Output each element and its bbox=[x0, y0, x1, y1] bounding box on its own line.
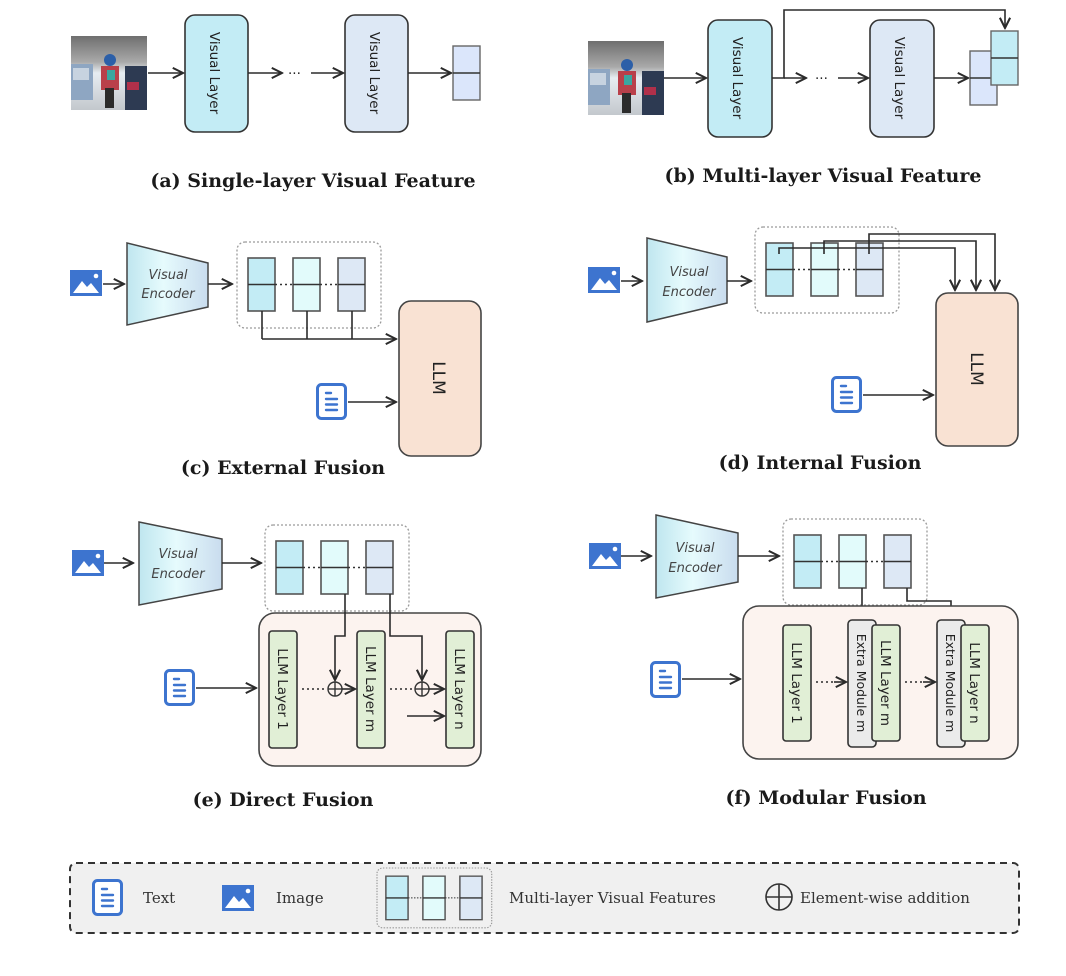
skip-arrow bbox=[772, 9, 1005, 79]
visual-encoder bbox=[126, 242, 209, 326]
image-icon bbox=[72, 550, 104, 576]
legend-text-icon bbox=[92, 879, 123, 916]
panel-a-single-layer: Visual Layer ··· Visual Layer (a) Single… bbox=[71, 14, 481, 192]
visual-layer-2-label: Visual Layer bbox=[891, 37, 907, 120]
caption-f: (f) Modular Fusion bbox=[725, 787, 926, 809]
llm-layer-n bbox=[960, 624, 990, 742]
llm-label: LLM bbox=[966, 352, 986, 386]
text-icon bbox=[650, 661, 681, 698]
feature-2-to-llm-arrow bbox=[823, 240, 976, 290]
image-icon bbox=[588, 267, 620, 293]
panel-d-internal-fusion: Visual Encoder LLM (d) Internal Fusion bbox=[588, 226, 1019, 474]
caption-c: (c) External Fusion bbox=[181, 457, 385, 479]
input-photo bbox=[588, 41, 664, 115]
feature-3-to-llm-arrow bbox=[868, 233, 995, 290]
multi-layer-features bbox=[236, 241, 382, 329]
encoder-label-line2: Encoder bbox=[668, 561, 723, 576]
encoder-label-line1: Visual bbox=[669, 265, 708, 280]
feature-n-arrow bbox=[389, 594, 422, 680]
encoder-label-line1: Visual bbox=[148, 268, 187, 283]
text-icon bbox=[831, 376, 862, 413]
legend-image-label: Image bbox=[276, 889, 324, 907]
legend: Text Image Multi-layer Visual Features E… bbox=[69, 862, 1020, 934]
text-icon bbox=[316, 383, 347, 420]
caption-b: (b) Multi-layer Visual Feature bbox=[665, 165, 982, 187]
visual-layer-2-label: Visual Layer bbox=[366, 32, 382, 115]
visual-encoder bbox=[646, 237, 728, 323]
encoder-label-line1: Visual bbox=[675, 541, 714, 556]
llm-layer-1-label: LLM Layer 1 bbox=[274, 648, 290, 730]
panel-c-external-fusion: Visual Encoder LLM (c) External Fusion bbox=[70, 241, 482, 479]
visual-encoder bbox=[138, 521, 223, 606]
encoder-label-line1: Visual bbox=[158, 547, 197, 562]
llm-layer-n-label: LLM Layer n bbox=[966, 642, 982, 723]
legend-text-label: Text bbox=[143, 889, 175, 907]
feature-m-arrow bbox=[335, 594, 346, 680]
llm-block bbox=[398, 300, 482, 457]
llm-layer-m bbox=[871, 624, 901, 742]
legend-features-label: Multi-layer Visual Features bbox=[509, 889, 716, 907]
extra-module-n-label: Extra Module m bbox=[943, 634, 958, 733]
legend-box bbox=[69, 862, 1020, 934]
llm-layer-m-label: LLM Layer m bbox=[877, 640, 893, 726]
feature-1-to-llm-arrow bbox=[778, 247, 955, 290]
input-photo bbox=[71, 36, 147, 110]
encoder-label-line2: Encoder bbox=[151, 567, 206, 582]
multi-layer-features bbox=[782, 518, 928, 606]
image-icon bbox=[589, 543, 621, 569]
ellipsis: ··· bbox=[288, 66, 301, 82]
multi-layer-features bbox=[264, 524, 410, 612]
visual-layer-1-label: Visual Layer bbox=[729, 37, 745, 120]
multi-layer-features bbox=[754, 226, 900, 314]
legend-addition-icon bbox=[765, 883, 793, 911]
llm-layer-1-label: LLM Layer 1 bbox=[788, 642, 804, 724]
llm-layer-m bbox=[356, 630, 386, 749]
legend-features-icon bbox=[376, 867, 493, 929]
llm-layer-1 bbox=[782, 624, 812, 742]
caption-a: (a) Single-layer Visual Feature bbox=[150, 170, 475, 192]
llm-layer-n-label: LLM Layer n bbox=[451, 648, 467, 729]
visual-encoder bbox=[655, 514, 739, 599]
panel-b-multi-layer: Visual Layer ··· Visual Layer (b) Multi-… bbox=[588, 9, 1019, 187]
ellipsis: ··· bbox=[815, 71, 828, 87]
caption-e: (e) Direct Fusion bbox=[193, 789, 374, 811]
text-icon bbox=[164, 669, 195, 706]
encoder-label-line2: Encoder bbox=[662, 285, 717, 300]
legend-image-icon bbox=[222, 885, 254, 911]
llm-block bbox=[935, 292, 1019, 447]
encoder-label-line2: Encoder bbox=[141, 287, 196, 302]
panel-f-modular-fusion: Visual Encoder LLM Layer 1 Extra Module … bbox=[589, 514, 1019, 809]
caption-d: (d) Internal Fusion bbox=[719, 452, 922, 474]
visual-layer-1-label: Visual Layer bbox=[206, 32, 222, 115]
llm-layer-n bbox=[445, 630, 475, 749]
llm-layer-m-label: LLM Layer m bbox=[362, 646, 378, 732]
legend-addition-label: Element-wise addition bbox=[800, 889, 970, 907]
llm-label: LLM bbox=[428, 361, 448, 395]
panel-e-direct-fusion: Visual Encoder LLM Layer 1 LLM Layer m L… bbox=[72, 521, 482, 811]
image-icon bbox=[70, 270, 102, 296]
extra-module-m-label: Extra Module m bbox=[854, 634, 869, 733]
llm-layer-1 bbox=[268, 630, 298, 749]
